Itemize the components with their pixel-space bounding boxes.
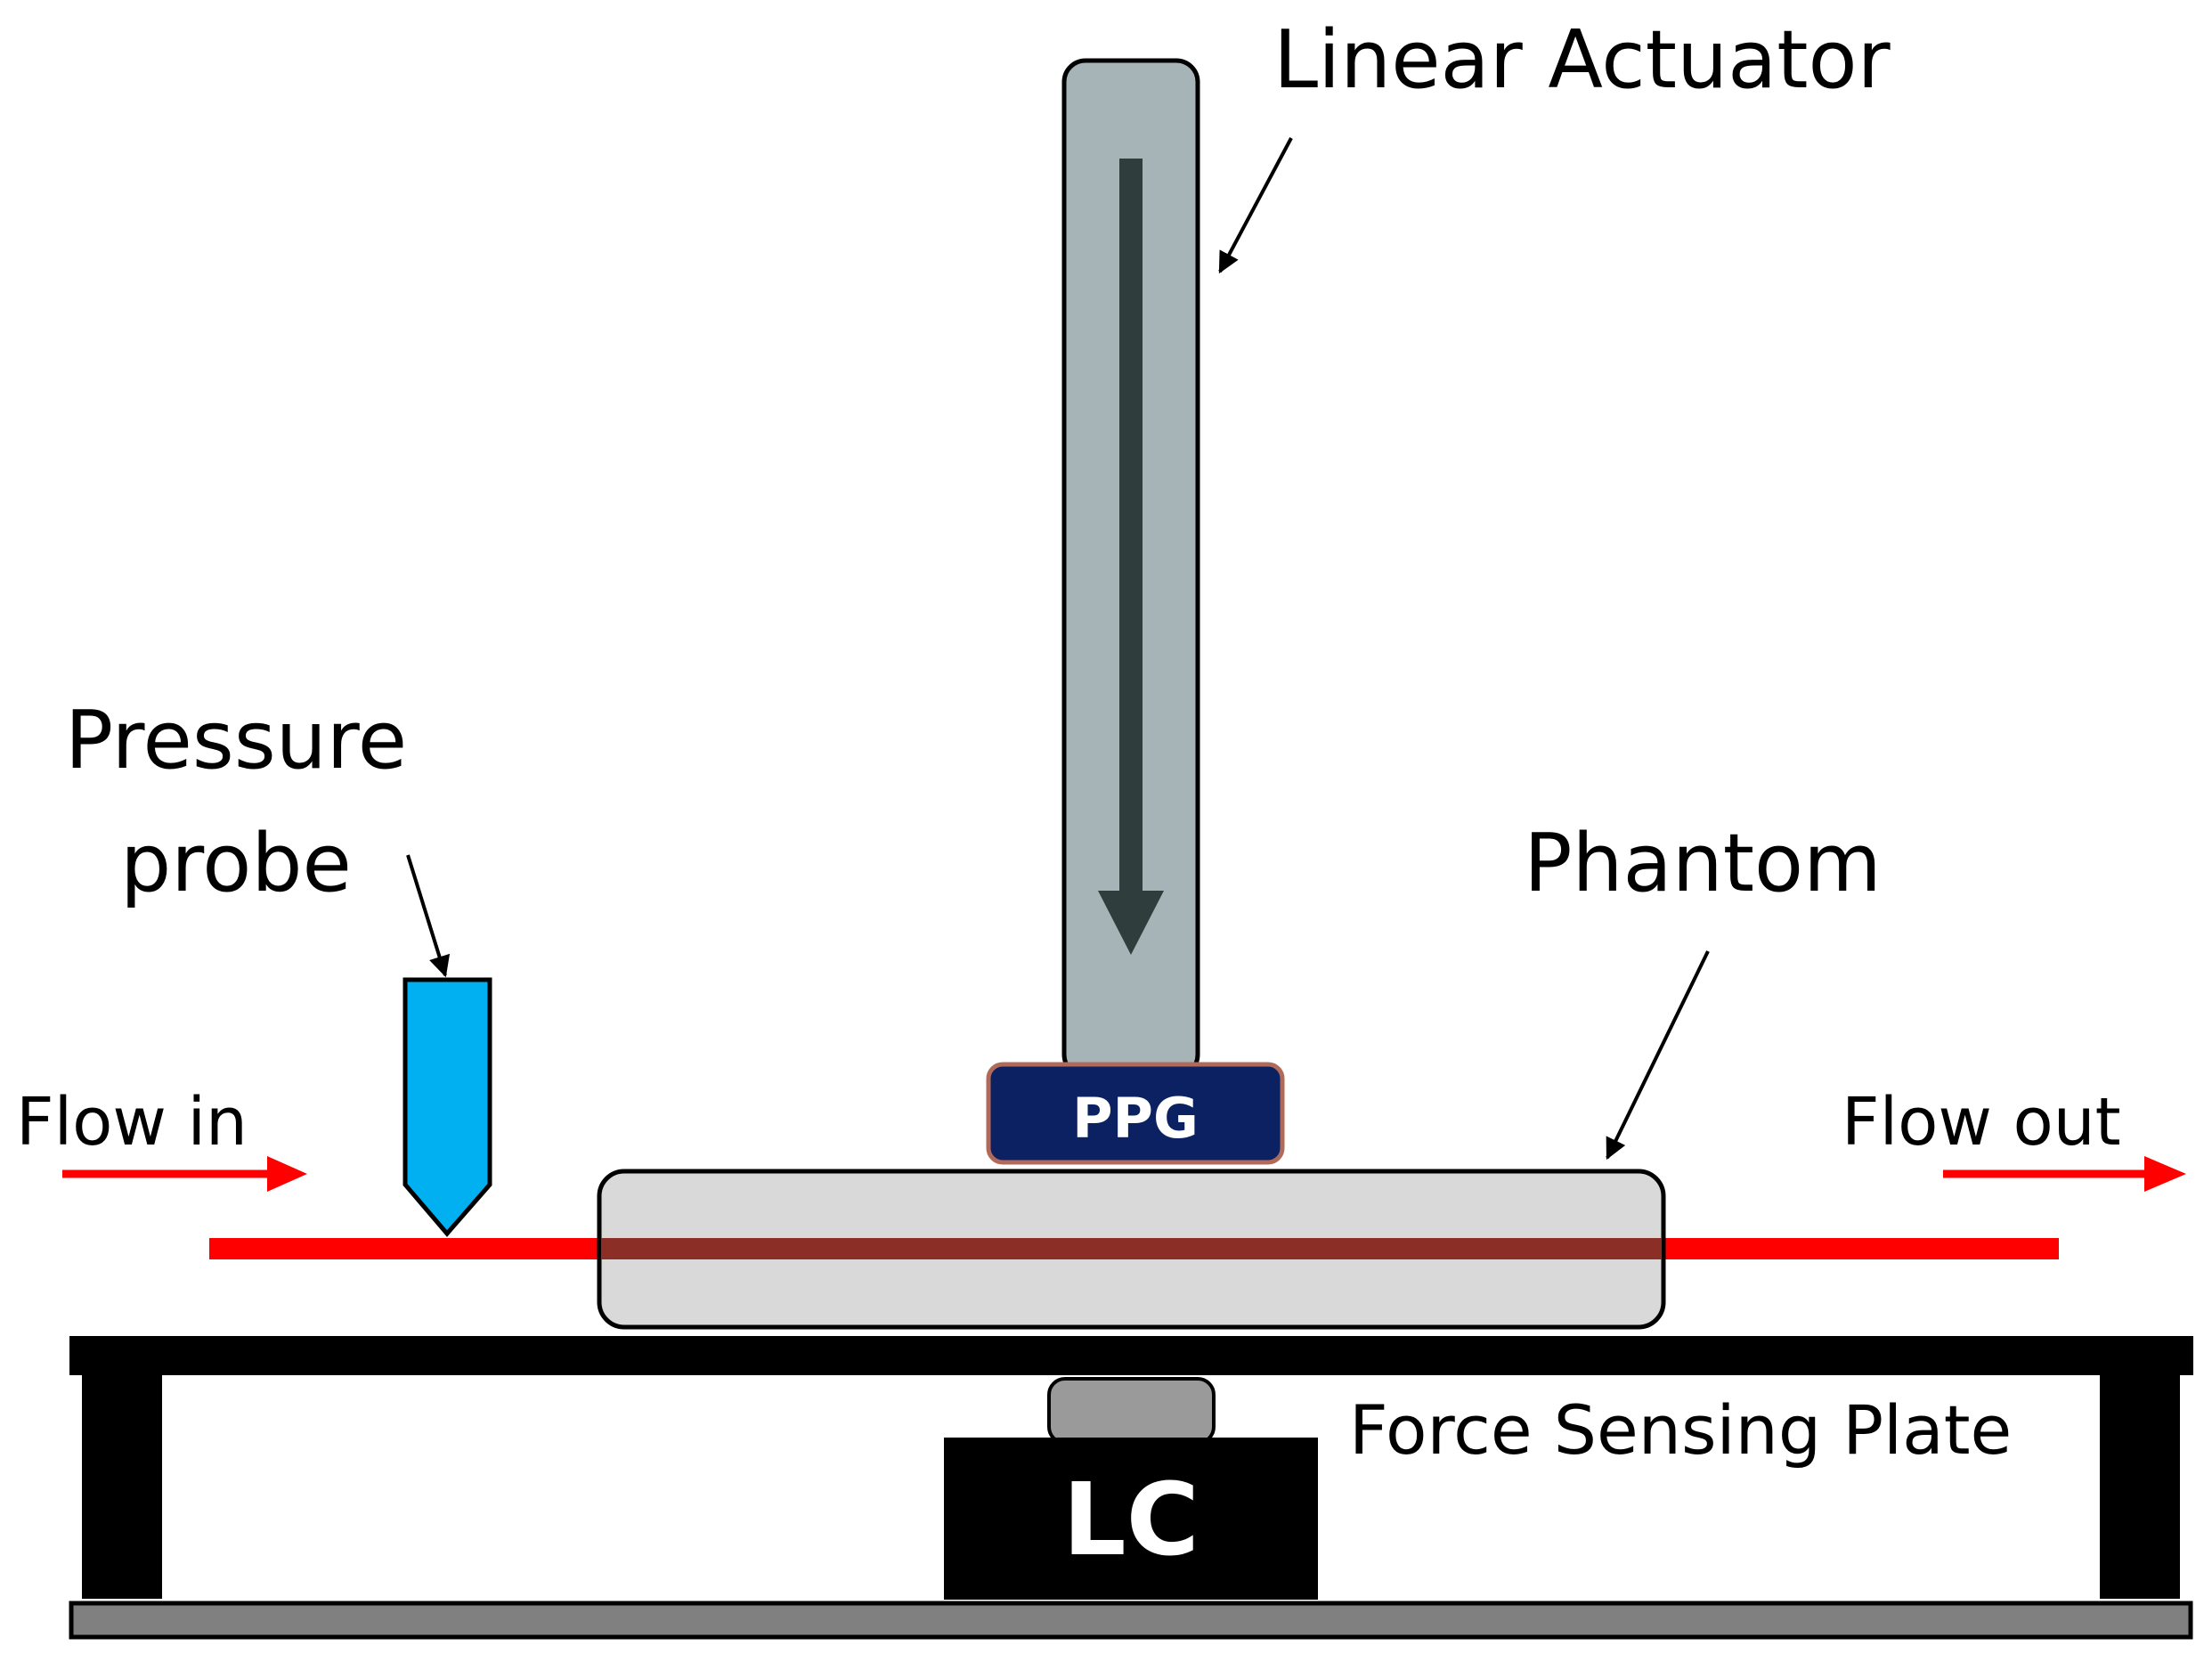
- load-cell-cap: [1047, 1377, 1216, 1445]
- phantom-callout-arrow: [1606, 950, 1710, 1161]
- base-plate: [69, 1601, 2193, 1640]
- plate-right-leg: [2100, 1372, 2180, 1599]
- plate-left-leg: [82, 1372, 162, 1599]
- pressure-probe-label-line1: Pressure: [65, 694, 407, 787]
- pressure-probe: [403, 977, 492, 1237]
- load-cell: [944, 1438, 1318, 1600]
- force-sensing-plate-top: [69, 1336, 2193, 1375]
- ppg-sensor: [986, 1062, 1285, 1165]
- linear-actuator-label: Linear Actuator: [1273, 13, 1891, 107]
- load-cell-label: LC: [1062, 1462, 1200, 1578]
- phantom-label: Phantom: [1524, 817, 1882, 910]
- actuator-direction-arrowhead: [1098, 891, 1164, 955]
- linear-actuator-callout-arrow: [1218, 137, 1293, 274]
- ppg-label: PPG: [1072, 1086, 1199, 1151]
- flow-out-arrowhead: [2144, 1156, 2186, 1192]
- pressure-probe-label-line2: probe: [120, 817, 352, 910]
- force-sensing-plate-label: Force Sensing Plate: [1349, 1390, 2012, 1470]
- flow-in-label: Flow in: [16, 1084, 248, 1161]
- pressure-probe-callout-arrow: [406, 854, 451, 978]
- flow-out-label: Flow out: [1842, 1084, 2121, 1161]
- flow-in-arrowhead: [267, 1156, 307, 1192]
